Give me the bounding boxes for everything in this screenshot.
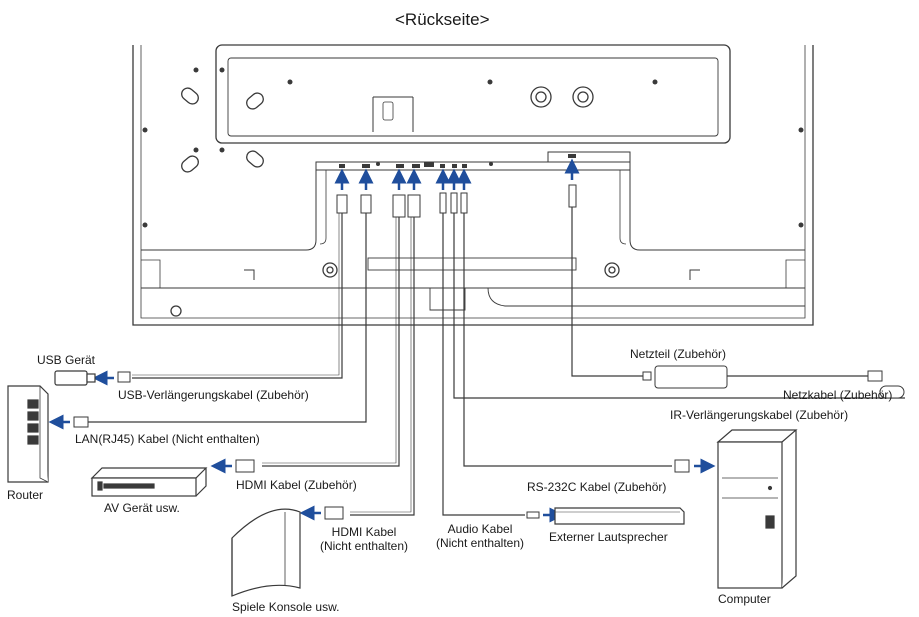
label-hdmi-cable-2-line1: HDMI Kabel [331, 525, 397, 539]
label-av-device: AV Gerät usw. [104, 501, 180, 515]
speaker-icon [554, 507, 685, 525]
label-computer: Computer [718, 592, 771, 606]
vesa-mounts [170, 86, 620, 317]
label-rs232c-cable: RS-232C Kabel (Zubehör) [527, 480, 667, 494]
label-external-speaker: Externer Lautsprecher [549, 530, 668, 544]
inline-connectors [73, 365, 905, 520]
label-lan-cable: LAN(RJ45) Kabel (Nicht enthalten) [75, 432, 260, 446]
port-markers [339, 154, 576, 168]
diagram-title: <Rückseite> [395, 10, 490, 29]
label-power-adapter: Netzteil (Zubehör) [630, 347, 727, 361]
label-audio-cable-line1: Audio Kabel [447, 522, 513, 536]
mount-holes [142, 67, 804, 228]
label-usb-cable: USB-Verlängerungskabel (Zubehör) [118, 388, 309, 402]
cable-plugs [336, 184, 577, 218]
label-router: Router [7, 488, 44, 502]
cables [88, 207, 905, 516]
label-ir-cable: IR-Verlängerungskabel (Zubehör) [670, 408, 849, 422]
label-audio-cable: Audio Kabel (Nicht enthalten) [424, 522, 536, 550]
label-hdmi-cable-1: HDMI Kabel (Zubehör) [236, 478, 357, 492]
input-arrows [334, 158, 580, 190]
label-game-console: Spiele Konsole usw. [232, 600, 340, 614]
game-console-icon [231, 508, 301, 597]
label-hdmi-cable-2: HDMI Kabel (Nicht enthalten) [314, 525, 414, 553]
label-usb-device: USB Gerät [37, 353, 96, 367]
computer-icon [716, 429, 798, 589]
label-hdmi-cable-2-line2: (Nicht enthalten) [319, 539, 409, 553]
av-device-icon [90, 467, 208, 497]
label-power-cord: Netzkabel (Zubehör) [783, 388, 893, 402]
monitor-rear [132, 44, 814, 326]
router-icon [7, 385, 49, 483]
usb-device-icon [54, 370, 96, 386]
label-audio-cable-line2: (Nicht enthalten) [435, 536, 525, 550]
